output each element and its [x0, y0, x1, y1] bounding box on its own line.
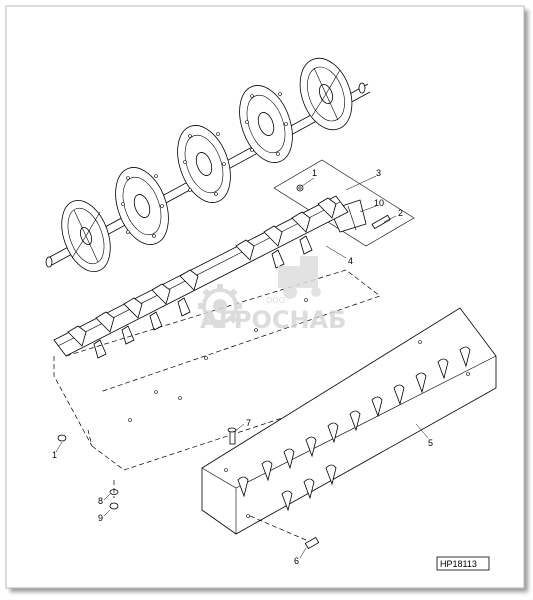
callout-7: 7 — [246, 418, 251, 428]
disc-2 — [115, 167, 169, 245]
callout-8: 8 — [98, 496, 103, 506]
bolt-6 — [304, 536, 320, 550]
watermark-prefix: ООО — [266, 296, 285, 305]
drum-assembly — [45, 57, 371, 272]
leader-lines — [55, 175, 429, 559]
callout-2: 2 — [398, 208, 403, 218]
callout-6: 6 — [294, 556, 299, 566]
callout-5: 5 — [428, 438, 433, 448]
callout-4: 4 — [348, 256, 353, 266]
disc-3 — [177, 125, 231, 203]
watermark: ООО АГРОСНАБ — [198, 256, 346, 334]
callout-9: 9 — [98, 513, 103, 523]
knife-bar — [53, 195, 349, 359]
callout-1-lower: 1 — [52, 450, 57, 460]
callout-10: 10 — [374, 198, 384, 208]
hardware — [57, 427, 320, 550]
callout-1-upper: 1 — [312, 168, 317, 178]
callout-labels: 1 1 2 3 4 5 6 7 8 9 10 — [52, 168, 433, 566]
reference-code-box: HP18113 — [436, 556, 490, 571]
gear-icon — [198, 284, 242, 328]
watermark-brand: АГРОСНАБ — [200, 306, 346, 334]
concave-plate — [201, 307, 497, 535]
reference-code: HP18113 — [440, 559, 477, 569]
plate-slots — [237, 346, 471, 512]
knife-hooks — [67, 197, 337, 359]
harvester-icon — [278, 256, 321, 299]
end-disc-right — [299, 57, 353, 131]
nut-1 — [57, 434, 67, 442]
nut-9 — [109, 502, 119, 510]
end-disc-left — [61, 200, 111, 272]
callout-3: 3 — [376, 168, 381, 178]
disc-4 — [239, 85, 293, 163]
